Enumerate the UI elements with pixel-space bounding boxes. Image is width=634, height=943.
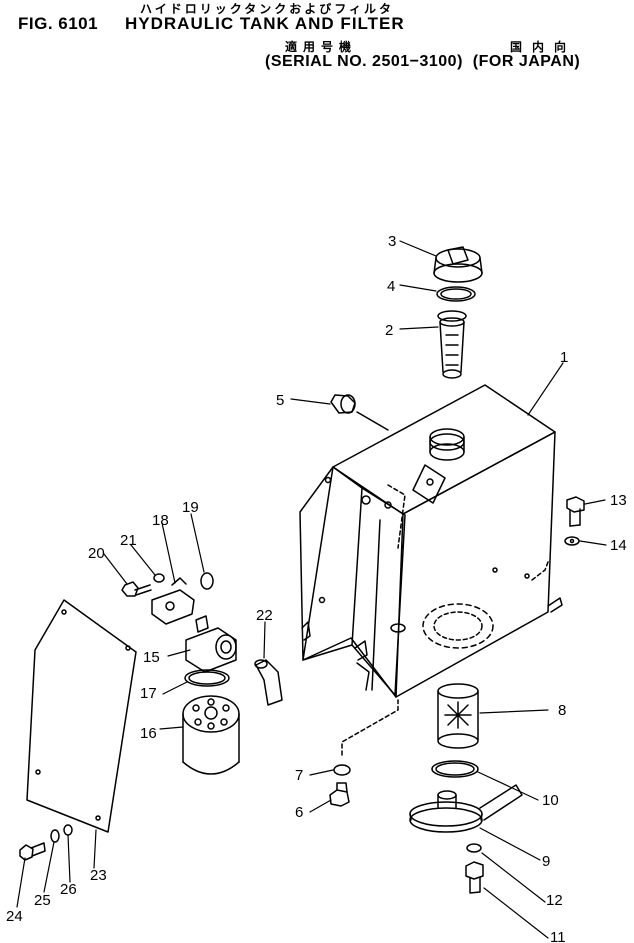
part-label-4: 4 — [387, 278, 395, 295]
part-label-10: 10 — [542, 792, 559, 809]
part-label-3: 3 — [388, 233, 396, 250]
washer-12-drawing — [466, 843, 482, 853]
elbow-22-drawing — [254, 659, 283, 706]
leader-lines — [16, 240, 607, 939]
serial-range: (SERIAL NO. 2501−3100) — [265, 53, 463, 70]
part-label-7: 7 — [295, 767, 303, 784]
washer-25-drawing — [50, 829, 60, 843]
breather-drawing — [330, 394, 356, 414]
part-label-5: 5 — [276, 392, 284, 409]
part-label-24: 24 — [6, 908, 23, 925]
part-label-21: 21 — [120, 532, 137, 549]
figure-title-japanese: ハイドロリックタンクおよびフィルタ — [140, 2, 395, 16]
cover-plate-drawing — [26, 599, 137, 833]
figure-number: FIG. 6101 — [18, 14, 99, 33]
serial-range-line: (SERIAL NO. 2501−3100) (FOR JAPAN) — [265, 53, 580, 71]
part-label-20: 20 — [88, 545, 105, 562]
part-label-11: 11 — [550, 929, 566, 943]
bolt-20-drawing — [121, 581, 152, 597]
filter-cover-drawing — [409, 784, 523, 833]
part-label-9: 9 — [542, 853, 550, 870]
part-label-13: 13 — [610, 492, 627, 509]
hydraulic-tank-drawing — [299, 384, 563, 698]
bolt-24-drawing — [19, 842, 46, 861]
part-label-23: 23 — [90, 867, 107, 884]
filter-element-drawing — [437, 683, 479, 749]
bolt-13-drawing — [566, 496, 585, 527]
part-label-14: 14 — [610, 537, 627, 554]
part-label-18: 18 — [152, 512, 169, 529]
part-label-17: 17 — [140, 685, 157, 702]
bolt-11-drawing — [465, 861, 484, 894]
cartridge-filter-drawing — [182, 695, 240, 775]
part-label-1: 1 — [560, 349, 568, 366]
washer-26-drawing — [63, 824, 73, 836]
o-ring-17-drawing — [184, 669, 230, 687]
part-label-22: 22 — [256, 607, 273, 624]
part-label-2: 2 — [385, 322, 393, 339]
o-ring-4-drawing — [436, 286, 476, 302]
strainer-drawing — [437, 310, 467, 379]
washer-21-drawing — [153, 573, 165, 583]
market: (FOR JAPAN) — [472, 53, 581, 70]
figure-title: HYDRAULIC TANK AND FILTER — [125, 14, 405, 33]
part-label-8: 8 — [558, 702, 566, 719]
serial-label-japanese: 適用号機 — [285, 40, 358, 54]
part-label-12: 12 — [546, 892, 563, 909]
part-label-6: 6 — [295, 804, 303, 821]
o-ring-19-drawing — [200, 572, 214, 590]
filter-head-drawing — [185, 615, 237, 673]
o-ring-10-drawing — [431, 760, 479, 778]
part-label-15: 15 — [143, 649, 160, 666]
part-label-16: 16 — [140, 725, 157, 742]
filler-cap-drawing — [433, 246, 483, 283]
part-labels: 3 4 2 1 5 13 14 8 10 9 12 11 7 6 16 17 1… — [6, 233, 627, 943]
part-label-26: 26 — [60, 881, 77, 898]
o-ring-7-drawing — [333, 764, 351, 776]
part-label-25: 25 — [34, 892, 51, 909]
elbow-18-drawing — [151, 577, 195, 625]
market-label-japanese: 国内向 — [510, 40, 577, 54]
part-label-19: 19 — [182, 499, 199, 516]
drain-plug-drawing — [329, 782, 350, 807]
washer-14-drawing — [564, 536, 580, 546]
